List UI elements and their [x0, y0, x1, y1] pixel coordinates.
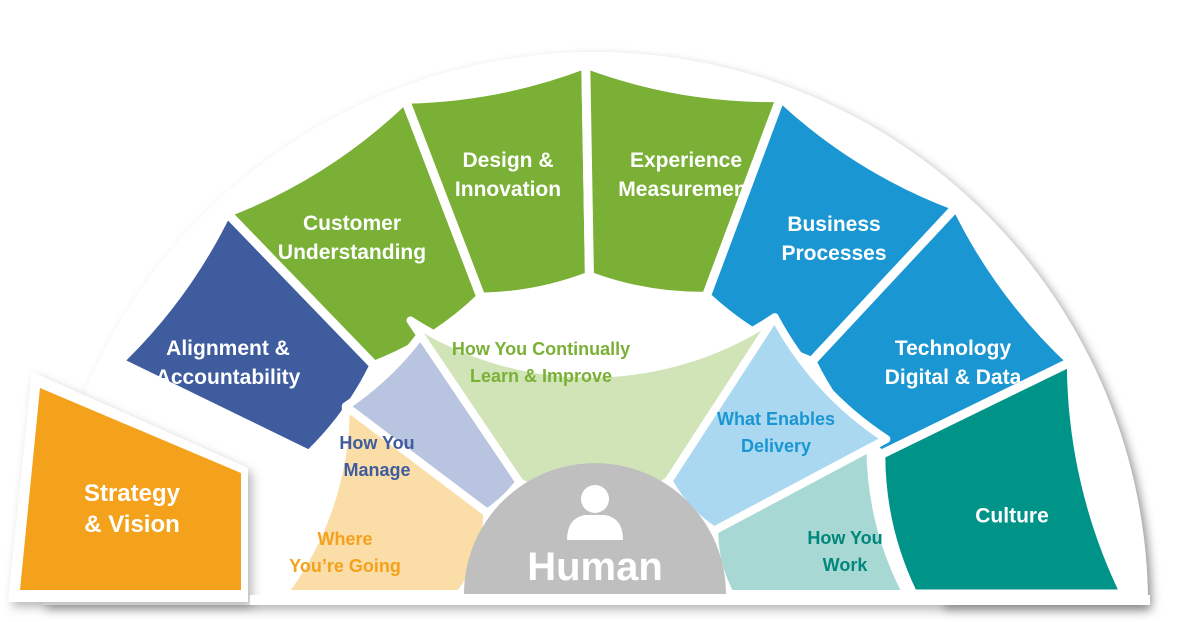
outer-label-technology-digital-data-line: Technology [895, 337, 1012, 360]
outer-label-alignment-accountability: Alignment & Accountability [156, 337, 301, 389]
strategy-vision-card: Strategy & Vision [20, 388, 241, 590]
inner-label-how-you-manage-line: Manage [343, 460, 410, 480]
outer-label-technology-digital-data-line: Digital & Data [885, 366, 1022, 389]
inner-label-how-you-continually-learn-improve-line: How You Continually [452, 339, 630, 359]
outer-label-culture-line: Culture [975, 504, 1049, 527]
outer-label-business-processes-line: Processes [781, 242, 886, 265]
inner-label-what-enables-delivery-line: Delivery [741, 436, 811, 456]
outer-label-customer-understanding-line: Customer [303, 212, 401, 235]
inner-label-what-enables-delivery-line: What Enables [717, 409, 835, 429]
outer-label-alignment-accountability-line: Alignment & [166, 337, 290, 360]
inner-baseline-cover [260, 595, 940, 605]
outer-label-culture: Culture [975, 504, 1049, 527]
inner-label-how-you-manage-line: How You [339, 433, 414, 453]
outer-label-experience-measurement-line: Measurement [618, 178, 753, 201]
outer-label-experience-measurement-line: Experience [630, 149, 742, 172]
inner-label-where-youre-going-line: You’re Going [289, 556, 401, 576]
outer-label-design-innovation-line: Innovation [455, 178, 561, 201]
inner-label-how-you-work-line: How You [807, 528, 882, 548]
outer-segment-strategy-vision [20, 388, 241, 590]
inner-label-how-you-work-line: Work [823, 555, 869, 575]
inner-label-where-youre-going-line: Where [317, 529, 372, 549]
outer-label-strategy-vision: Strategy & Vision [84, 480, 181, 538]
outer-label-strategy-vision-line: & Vision [84, 511, 180, 538]
person-icon-body [567, 515, 623, 540]
outer-label-design-innovation-line: Design & [462, 149, 553, 172]
person-icon [567, 485, 623, 540]
outer-label-customer-understanding-line: Understanding [278, 241, 426, 264]
inner-label-how-you-continually-learn-improve-line: Learn & Improve [470, 366, 612, 386]
center-hub: Human [464, 463, 726, 594]
outer-label-business-processes-line: Business [787, 213, 880, 236]
outer-segment-culture [876, 357, 1130, 599]
person-icon-head [581, 485, 609, 513]
outer-label-design-innovation: Design & Innovation [455, 149, 561, 201]
outer-label-strategy-vision-line: Strategy [84, 480, 181, 507]
outer-label-alignment-accountability-line: Accountability [156, 366, 301, 389]
center-human-label: Human [527, 545, 663, 589]
